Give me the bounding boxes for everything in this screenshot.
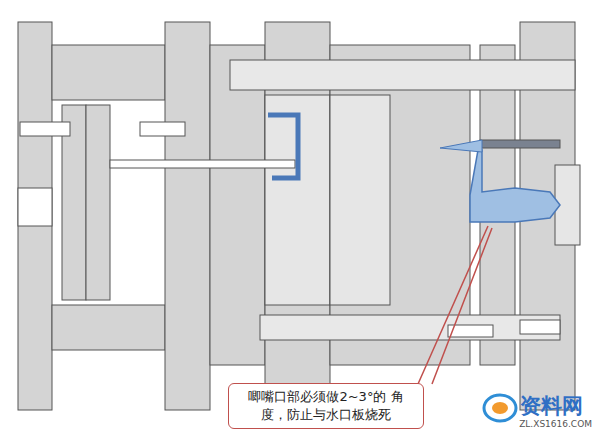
screw [520,320,560,334]
screw [20,122,70,136]
callout-text: 唧嘴口部必须做2~3°的 角度，防止与水口板烧死 [237,388,415,424]
sprue-bushing [470,150,560,222]
pull-rod [480,140,560,148]
core-insert [265,95,330,305]
sprue-tip [440,140,482,152]
watermark-text: 资料网 [520,392,583,420]
leader-line [418,226,492,384]
product-part [268,115,298,178]
cavity-insert [330,95,390,305]
watermark-logo [492,402,508,414]
ejector-retainer [86,105,110,300]
support-block [52,305,165,350]
screw [140,122,185,136]
watermark-url: ZL.XS1616.COM [519,419,592,429]
clamp-plate [18,22,52,410]
support-plate [165,22,210,410]
support-block [52,45,165,100]
knockout-hole [18,188,52,226]
watermark-logo [484,395,516,421]
guide-pin [230,60,575,90]
ejector-pin [110,160,295,168]
callout-box: 唧嘴口部必须做2~3°的 角度，防止与水口板烧死 [228,383,424,429]
b-plate [210,45,265,365]
guide-pin [260,315,560,340]
